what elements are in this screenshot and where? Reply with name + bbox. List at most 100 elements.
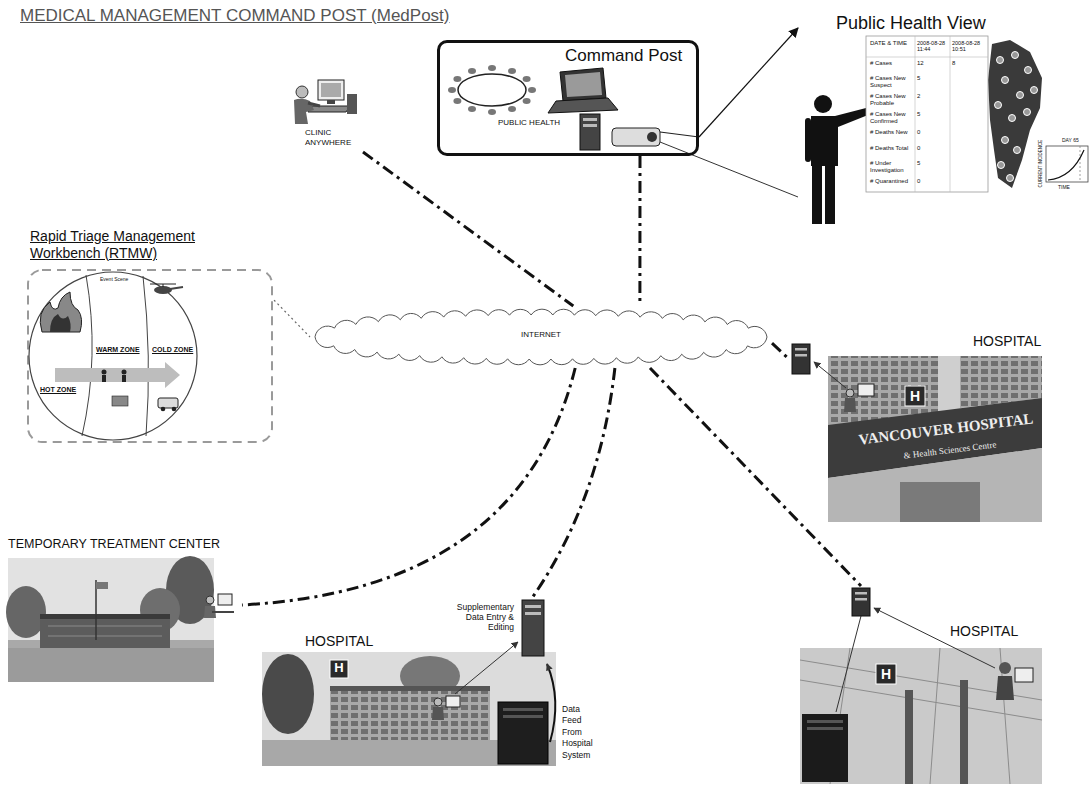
clinic-site: CLINIC ANYWHERE — [283, 76, 383, 152]
statistics-table — [866, 57, 988, 58]
table-cell: # Cases New Confirmed — [870, 111, 914, 125]
table-cell: 12 — [917, 60, 947, 67]
hospital-photo — [800, 648, 1042, 784]
treatment-center-workstation — [212, 611, 234, 613]
network-link — [242, 368, 575, 605]
presenter-figure — [811, 108, 868, 166]
hospital-photo — [792, 344, 810, 374]
node-label: TEMPORARY TREATMENT CENTER — [8, 537, 220, 552]
rtmw-zone-map — [82, 275, 92, 436]
clinic-workstation — [347, 94, 357, 114]
hospital-photo — [828, 448, 1042, 522]
hospital-photo — [503, 708, 543, 711]
hospital-photo — [503, 715, 543, 718]
conference-table — [458, 74, 526, 106]
hospital-photo — [852, 588, 870, 616]
treatment-center-workstation — [206, 596, 214, 604]
rtmw-zone-map — [122, 370, 127, 375]
table-cell: # Under Investigation — [870, 160, 914, 174]
table-cell: # Deaths New — [870, 129, 914, 136]
table-cell: 5 — [917, 75, 947, 82]
clinic-workstation — [296, 86, 308, 98]
rtmw-zone-map — [154, 286, 172, 294]
treatment-center-workstation — [218, 594, 232, 605]
network-link — [650, 368, 861, 586]
hospital-photo — [262, 600, 556, 766]
laptop-icon — [548, 68, 618, 113]
treatment-center-photo — [48, 626, 162, 636]
incidence-map — [988, 40, 1042, 188]
treatment-center-photo — [40, 618, 170, 648]
clinic-workstation — [308, 106, 350, 112]
incidence-map — [1025, 67, 1032, 74]
hospital-photo — [432, 707, 444, 720]
statistics-table — [866, 36, 988, 192]
incidence-map — [997, 57, 1004, 64]
hospital-photo — [1015, 668, 1033, 682]
hospital-photo — [996, 676, 1014, 700]
conference-table — [523, 98, 531, 104]
hospital-photo — [795, 354, 807, 357]
treatment-center-photo — [8, 648, 214, 682]
table-cell: # Cases — [870, 60, 914, 67]
clinic-workstation — [327, 100, 335, 104]
hospital-photo — [858, 384, 874, 396]
treatment-center-photo — [96, 582, 108, 589]
conference-table — [508, 106, 516, 112]
incidence-map — [1007, 175, 1014, 182]
hospital-photo — [905, 386, 925, 406]
hospital-sign: H — [330, 661, 348, 676]
callout-label: Data Feed From Hospital System — [562, 704, 598, 761]
incidence-map — [995, 52, 1038, 182]
hospital-photo — [330, 686, 490, 691]
projector-icon — [660, 132, 699, 137]
hospital-photo — [999, 662, 1011, 674]
table-cell: # Quarantined — [870, 178, 914, 185]
conference-table — [453, 98, 461, 104]
treatment-center-workstation — [204, 594, 234, 618]
conference-table — [488, 65, 496, 71]
hospital-site: HOSPITAL — [258, 598, 598, 786]
node-label: HOSPITAL — [950, 623, 1018, 640]
node-label: PUBLIC HEALTH — [498, 118, 560, 128]
hospital-photo — [876, 664, 896, 684]
hospital-photo — [855, 598, 867, 601]
rtmw-zone-map — [158, 398, 178, 408]
clinic-workstation — [308, 103, 320, 106]
hospital-photo — [900, 482, 980, 522]
laptop-icon — [560, 68, 606, 101]
conference-table — [453, 76, 461, 82]
graph-axis-label: CURRENT INCIDENCE — [1038, 137, 1043, 191]
rtmw-zone-map — [50, 314, 71, 332]
treatment-center-photo — [6, 556, 214, 682]
rtmw-zone-map — [55, 362, 180, 388]
table-cell: # Deaths Total — [870, 145, 914, 152]
hospital-photo — [836, 616, 861, 712]
node-label: Rapid Triage Management Workbench (RTMW) — [30, 228, 245, 262]
hospital-photo — [434, 698, 442, 706]
hospital-photo — [800, 588, 1042, 784]
node-label: HOSPITAL — [973, 333, 1041, 350]
hospital-photo — [330, 690, 490, 740]
table-cell: 0 — [917, 178, 947, 185]
rtmw-zone-map — [102, 375, 106, 382]
server-icon — [583, 124, 597, 127]
server-icon — [580, 114, 600, 150]
hospital-photo — [522, 600, 544, 656]
network-link — [772, 343, 790, 360]
conference-table — [523, 76, 531, 82]
hospital-photo — [960, 680, 968, 784]
incidence-graph — [1080, 146, 1081, 182]
statistics-table — [915, 36, 916, 192]
temporary-treatment-center: TEMPORARY TREATMENT CENTER — [6, 536, 242, 686]
table-cell: 5 — [917, 160, 947, 167]
rtmw-zone-map — [28, 270, 272, 442]
laptop-icon — [565, 72, 602, 97]
presenter-figure — [814, 95, 832, 113]
conference-table — [448, 87, 456, 93]
incidence-map — [998, 162, 1005, 169]
hospital-photo — [802, 714, 848, 782]
command-post-box: Command PostPUBLIC HEALTH — [437, 40, 699, 156]
zone-label: HOT ZONE — [40, 386, 76, 394]
